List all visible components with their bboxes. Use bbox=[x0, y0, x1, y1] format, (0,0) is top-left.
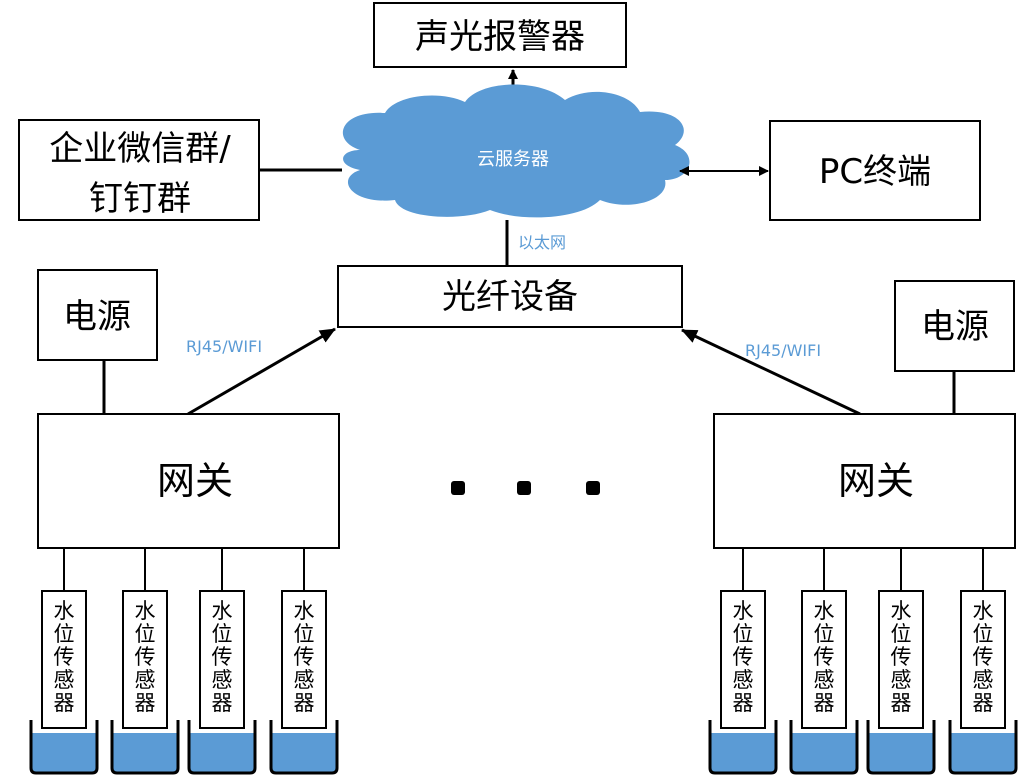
sensor-label-char: 器 bbox=[733, 691, 754, 715]
gateway-right-label: 网关 bbox=[838, 459, 914, 503]
sensor-label-char: 传 bbox=[814, 645, 835, 669]
sensor-label-char: 器 bbox=[135, 691, 156, 715]
sensor-label-char: 传 bbox=[973, 645, 994, 669]
sensor-label-char: 位 bbox=[294, 622, 315, 646]
sensor-label-char: 水 bbox=[135, 599, 156, 623]
sensor-label-char: 感 bbox=[733, 668, 754, 692]
water-tank bbox=[708, 720, 778, 775]
link-right-label: RJ45/WIFI bbox=[745, 341, 821, 360]
sensor-label-char: 位 bbox=[212, 622, 233, 646]
gateway-left-node: 网关 bbox=[37, 413, 340, 549]
sensor-label-char: 位 bbox=[135, 622, 156, 646]
sensor-label-char: 感 bbox=[212, 668, 233, 692]
sensor-label-char: 水 bbox=[212, 599, 233, 623]
cloud-label: 云服务器 bbox=[477, 149, 549, 170]
water-tank bbox=[866, 720, 936, 775]
sensor-label-char: 器 bbox=[814, 691, 835, 715]
pc-label: PC终端 bbox=[819, 152, 931, 192]
sensor-label-char: 传 bbox=[733, 645, 754, 669]
sensor-label-char: 位 bbox=[814, 622, 835, 646]
sensor-label-char: 位 bbox=[973, 622, 994, 646]
gateway-left-fiber-arrow bbox=[187, 327, 336, 416]
sensor-label-char: 传 bbox=[294, 645, 315, 669]
sensor-label-char: 传 bbox=[891, 645, 912, 669]
sensor-label-char: 水 bbox=[733, 599, 754, 623]
sensor-label-char: 器 bbox=[294, 691, 315, 715]
sensor-label-char: 传 bbox=[212, 645, 233, 669]
sensor-label-char: 器 bbox=[212, 691, 233, 715]
fiber-label: 光纤设备 bbox=[442, 277, 578, 317]
cloud-server-node: 云服务器 bbox=[342, 84, 690, 218]
power-right-node: 电源 bbox=[894, 280, 1015, 372]
water-tank bbox=[187, 720, 257, 775]
power-left-node: 电源 bbox=[37, 269, 158, 361]
sensor-label-char: 传 bbox=[135, 645, 156, 669]
sensor-label-char: 感 bbox=[135, 668, 156, 692]
wechat-label-line1: 企业微信群/ bbox=[49, 129, 231, 169]
sensor-label-char: 位 bbox=[733, 622, 754, 646]
sensor-label-char: 水 bbox=[891, 599, 912, 623]
sensor-label-char: 器 bbox=[891, 691, 912, 715]
power-right-label: 电源 bbox=[921, 307, 989, 347]
alarm-label: 声光报警器 bbox=[415, 17, 585, 57]
sensor-label-char: 感 bbox=[973, 668, 994, 692]
sensor-label-char: 水 bbox=[54, 599, 75, 623]
sensor-label-char: 水 bbox=[294, 599, 315, 623]
water-tank bbox=[110, 720, 180, 775]
sensor-label-char: 位 bbox=[891, 622, 912, 646]
sensor-label-char: 位 bbox=[54, 622, 75, 646]
water-tank bbox=[789, 720, 859, 775]
sensor-label-char: 器 bbox=[54, 691, 75, 715]
gateway-right-node: 网关 bbox=[713, 413, 1016, 549]
sensor-label-char: 传 bbox=[54, 645, 75, 669]
alarm-node: 声光报警器 bbox=[373, 2, 627, 68]
power-left-label: 电源 bbox=[63, 297, 131, 337]
pc-terminal-node: PC终端 bbox=[769, 120, 981, 221]
water-tank bbox=[269, 720, 339, 775]
sensor-label-char: 感 bbox=[54, 668, 75, 692]
sensor-label-char: 水 bbox=[814, 599, 835, 623]
sensor-label-char: 器 bbox=[973, 691, 994, 715]
water-tank bbox=[948, 720, 1018, 775]
link-left-label: RJ45/WIFI bbox=[186, 337, 262, 356]
ethernet-label: 以太网 bbox=[518, 233, 566, 252]
sensor-label-char: 水 bbox=[973, 599, 994, 623]
sensor-label-char: 感 bbox=[891, 668, 912, 692]
fiber-device-node: 光纤设备 bbox=[337, 265, 683, 328]
sensor-label-char: 感 bbox=[814, 668, 835, 692]
wechat-dingtalk-node: 企业微信群/ 钉钉群 bbox=[18, 119, 260, 221]
sensor-label-char: 感 bbox=[294, 668, 315, 692]
water-tank bbox=[29, 720, 99, 775]
ellipsis bbox=[451, 481, 600, 495]
gateway-right-fiber-arrow bbox=[681, 328, 861, 416]
wechat-label-line2: 钉钉群 bbox=[89, 179, 191, 219]
gateway-left-label: 网关 bbox=[157, 459, 233, 503]
